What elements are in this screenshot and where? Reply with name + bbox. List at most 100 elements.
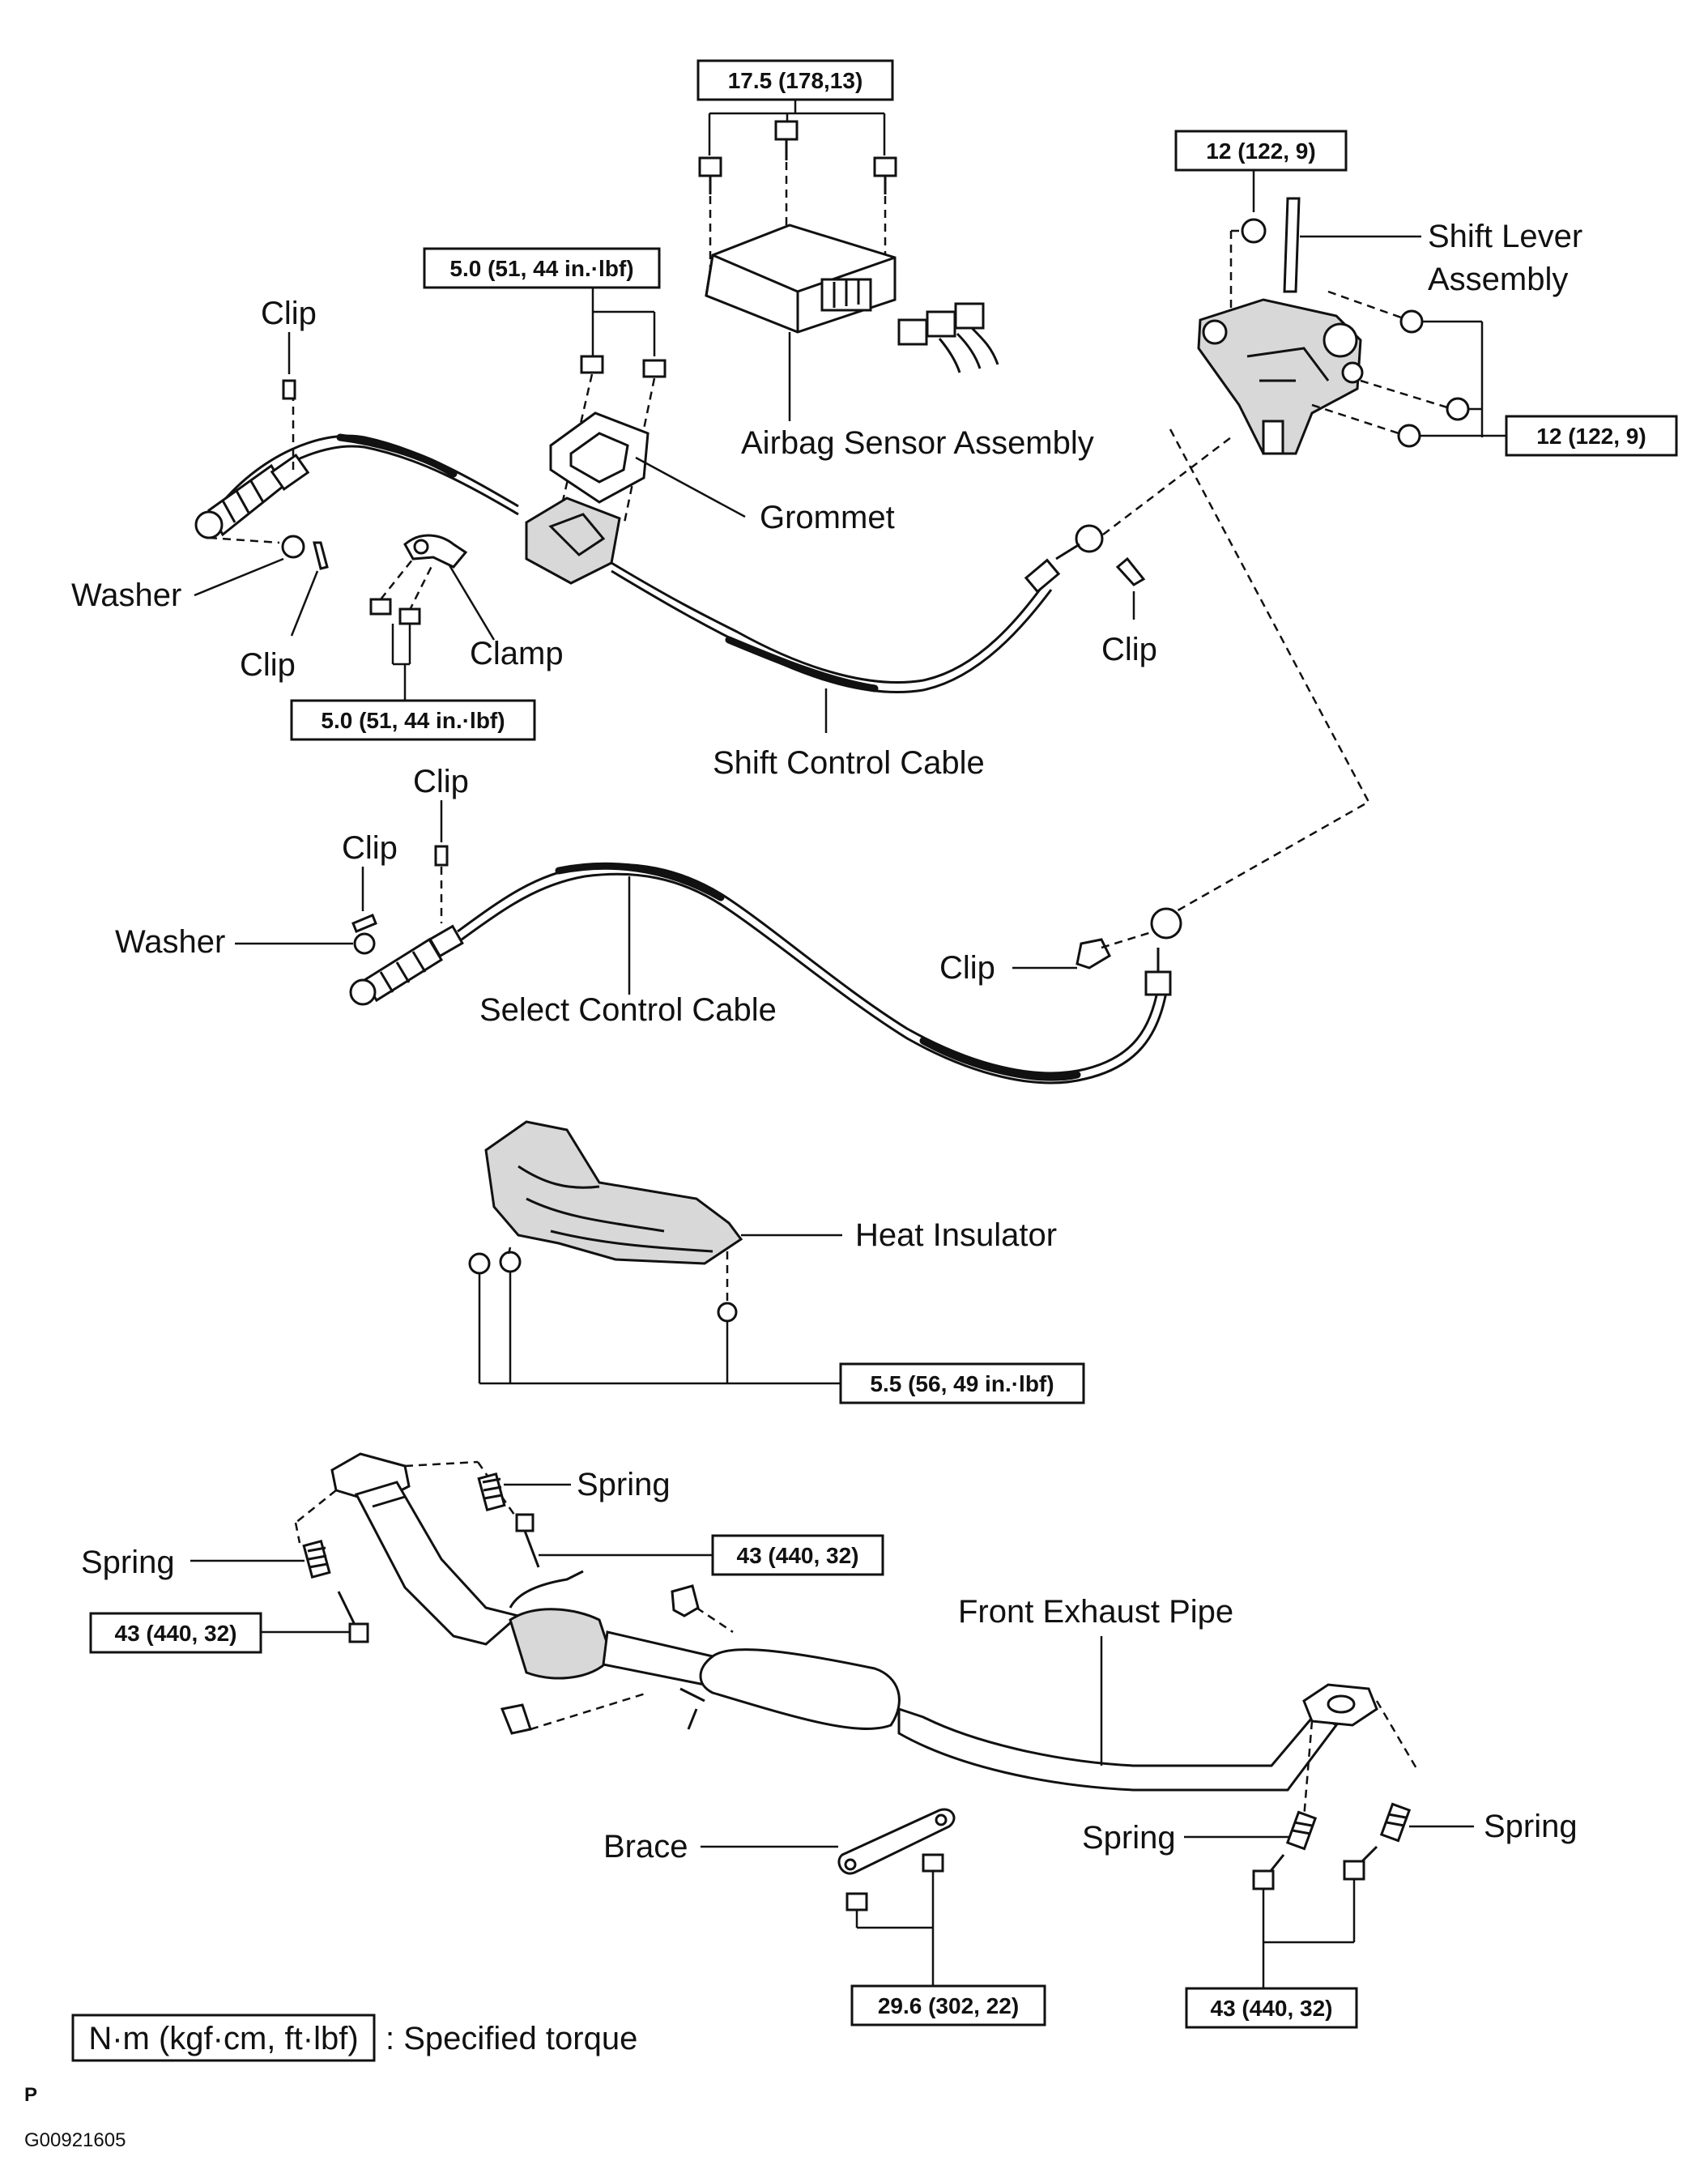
torque-box-brace xyxy=(850,1984,1046,2026)
label-washer-upper: Washer xyxy=(71,577,181,613)
label-front-exhaust: Front Exhaust Pipe xyxy=(958,1594,1233,1630)
bolt-icon xyxy=(515,1513,540,1568)
clip-icon xyxy=(282,379,296,400)
label-clip-upper-low: Clip xyxy=(240,647,296,683)
select-cable-group: Clip Clip Washer Clip Select Control Cab… xyxy=(115,764,1182,1085)
torque-label-airbag: 17.5 (178,13) xyxy=(728,68,863,93)
spring-icon xyxy=(302,1539,331,1579)
bolt-icon xyxy=(642,359,667,378)
label-shift-cable: Shift Control Cable xyxy=(713,745,985,781)
shift-cable-group: 5.0 (51, 44 in.·lbf) Grommet xyxy=(71,247,1232,781)
connector-icon xyxy=(897,302,999,373)
label-washer-lower: Washer xyxy=(115,924,225,960)
clamp-icon xyxy=(403,534,468,569)
label-spring-rear-a: Spring xyxy=(1082,1820,1176,1856)
catalytic-converter xyxy=(509,1608,613,1680)
legend-unit-text: N·m (kgf·cm, ft·lbf) xyxy=(88,2021,358,2056)
bolt-icon xyxy=(873,156,897,194)
label-clip-upper-top: Clip xyxy=(261,296,317,331)
spring-icon xyxy=(1379,1802,1412,1843)
nut-icon xyxy=(717,1302,738,1323)
torque-label-shift-lever-side: 12 (122, 9) xyxy=(1536,424,1646,449)
bolt-icon xyxy=(337,1591,369,1643)
brace-group: Brace 29.6 (302, 22) xyxy=(603,1808,1046,2026)
bolt-icon xyxy=(698,156,722,194)
spring-icon xyxy=(1285,1810,1318,1851)
label-heat-insulator: Heat Insulator xyxy=(855,1217,1057,1253)
spring-icon xyxy=(477,1472,506,1512)
muffler xyxy=(699,1648,901,1730)
corner-mark: P xyxy=(24,2084,37,2106)
washer-icon xyxy=(281,535,305,559)
torque-box-heat-insulator xyxy=(839,1362,1085,1404)
torque-label-exhaust-top: 43 (440, 32) xyxy=(737,1543,859,1568)
cable-end-icon xyxy=(1150,907,1182,940)
torque-box-exhaust-top xyxy=(711,1534,884,1576)
nut-icon xyxy=(369,598,392,616)
nut-icon xyxy=(468,1252,491,1275)
cable-end-icon xyxy=(1075,524,1104,553)
label-shift-lever-line2: Assembly xyxy=(1428,262,1568,297)
figure-id: G00921605 xyxy=(24,2129,126,2151)
torque-label-shift-lever-top: 12 (122, 9) xyxy=(1206,139,1315,164)
label-clip-right: Clip xyxy=(1101,632,1157,667)
label-select-cable: Select Control Cable xyxy=(479,992,777,1028)
label-spring-rear-b: Spring xyxy=(1484,1809,1578,1844)
label-clamp: Clamp xyxy=(470,636,564,671)
nut-icon xyxy=(1241,218,1267,244)
torque-box-shift-lever-side xyxy=(1505,415,1678,457)
torque-box-shift-lever-top xyxy=(1174,130,1348,172)
torque-label-heat-insulator: 5.5 (56, 49 in.·lbf) xyxy=(870,1371,1054,1396)
heat-insulator-group: 5.5 (56, 49 in.·lbf) Heat Insulator xyxy=(468,1120,1085,1404)
clip-icon xyxy=(1115,556,1146,586)
cable-boot-icon xyxy=(194,453,310,539)
label-clip-select-a: Clip xyxy=(413,764,469,799)
torque-box-clamp xyxy=(290,699,536,741)
torque-box-airbag xyxy=(696,59,894,101)
cable-end-icon xyxy=(1144,970,1172,996)
nut-icon xyxy=(499,1251,522,1273)
torque-label-clamp: 5.0 (51, 44 in.·lbf) xyxy=(321,708,505,733)
legend-unit-box xyxy=(71,2014,376,2062)
torque-box-exhaust-left xyxy=(89,1612,262,1654)
cable-boot-icon xyxy=(349,924,464,1006)
label-brace: Brace xyxy=(603,1829,688,1865)
clip-icon xyxy=(313,541,329,570)
airbag-sensor-group: 17.5 (178,13) Air xyxy=(696,59,1094,461)
bolt-icon xyxy=(1343,1845,1378,1881)
grommet-plate xyxy=(549,411,650,504)
heat-insulator-shield xyxy=(484,1120,743,1265)
cable-bracket xyxy=(525,496,621,585)
front-exhaust-group: Spring 43 (440, 32) Spring 43 (440, 32) xyxy=(81,1452,1578,2029)
torque-label-grommet: 5.0 (51, 44 in.·lbf) xyxy=(449,256,633,281)
bolt-icon xyxy=(774,120,799,160)
clip-icon xyxy=(351,914,377,933)
washer-icon xyxy=(353,932,376,955)
nut-icon xyxy=(1446,397,1470,421)
clip-icon xyxy=(1075,938,1111,970)
shift-lever-housing xyxy=(1197,298,1362,455)
label-clip-select-b: Clip xyxy=(342,830,398,866)
shift-lever-stick xyxy=(1283,197,1301,293)
nut-icon xyxy=(922,1853,944,1873)
shift-lever-group: 12 (122, 9) 12 (122, 9) Shift Lever Asse… xyxy=(1174,130,1678,457)
torque-box-exhaust-rear xyxy=(1185,1987,1358,2029)
nut-icon xyxy=(398,607,421,625)
torque-label-brace: 29.6 (302, 22) xyxy=(878,1993,1019,2018)
label-shift-lever-line1: Shift Lever xyxy=(1428,219,1582,254)
label-spring-top: Spring xyxy=(577,1467,671,1502)
label-grommet: Grommet xyxy=(760,500,895,535)
legend: N·m (kgf·cm, ft·lbf) : Specified torque … xyxy=(24,2014,637,2151)
bolt-icon xyxy=(580,355,604,374)
nut-icon xyxy=(845,1892,868,1911)
torque-label-exhaust-rear: 43 (440, 32) xyxy=(1211,1996,1333,2021)
nut-icon xyxy=(1399,309,1424,334)
hanger-icon xyxy=(500,1584,700,1735)
torque-label-exhaust-left: 43 (440, 32) xyxy=(115,1621,237,1646)
label-spring-left: Spring xyxy=(81,1545,175,1580)
nut-icon xyxy=(1397,424,1421,448)
clip-icon xyxy=(434,845,449,867)
label-airbag-sensor: Airbag Sensor Assembly xyxy=(741,425,1094,461)
label-clip-select-end: Clip xyxy=(939,950,995,986)
